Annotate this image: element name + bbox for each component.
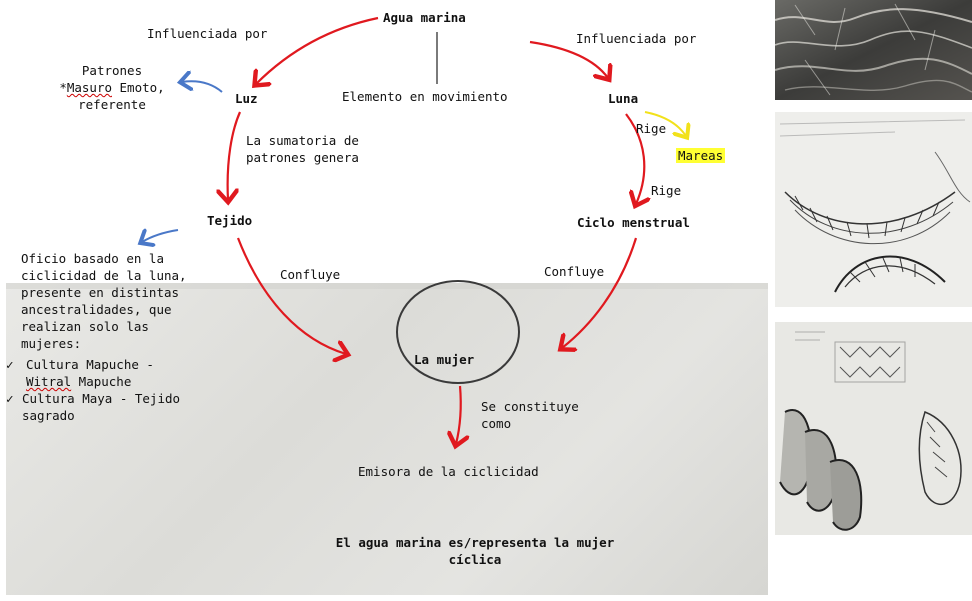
arrow-ciclo-to-mujer [562,237,638,348]
patrones-line1: Patrones [81,63,143,78]
luz-node: Luz [235,91,258,106]
mujer-node: La mujer [414,352,475,367]
oficio-checklist: ✓ Cultura Mapuche - Witral Mapuche ✓ Cul… [6,356,180,424]
arrow-tejido-to-mujer [236,237,346,354]
mujer-circle [396,280,520,384]
checklist-item: ✓ Cultura Maya - Tejido sagrado [6,391,181,423]
oficio-text: Oficio basado en la ciclicidad de la lun… [21,251,187,351]
patrones-block: Patrones *Masuro Emoto, referente [41,62,183,113]
arrow-to-luna [529,40,608,78]
confluye-left-label: Confluye [280,267,341,282]
tejido-node: Tejido [207,213,253,228]
patrones-line3: referente [78,97,146,112]
paper-background [6,283,768,595]
ciclo-node: Ciclo menstrual [577,215,690,230]
arrow-to-mareas [644,111,686,136]
constituye-text: Se constituye como [481,399,579,431]
arrow-to-ciclo [625,113,644,204]
influence-right-label: Influenciada por [576,31,697,46]
arrow-to-oficio [142,230,179,242]
arrow-to-tejido [228,111,242,200]
check-icon: ✓ [6,391,14,406]
arrow-to-patrones [182,81,223,93]
crochet-sketch-photo [775,112,972,307]
center-label: Elemento en movimiento [342,89,508,104]
rige-label-1: Rige [636,121,667,136]
hands-weaving-sketch-photo [775,322,972,535]
mareas-node: Mareas [676,148,726,163]
luna-node: Luna [608,91,639,106]
emisora-node: Emisora de la ciclicidad [358,464,539,479]
arrow-mujer-to-emisora [456,385,461,444]
confluye-right-label: Confluye [544,264,605,279]
check-icon: ✓ [6,357,14,372]
patrones-line2: *Masuro Emoto, [59,80,165,95]
title: Agua marina [383,10,466,25]
conclusion-text: El agua marina es/representa la mujer cí… [335,535,615,567]
sumatoria-text: La sumatoria de patrones genera [246,133,359,165]
arrow-to-luz [256,16,379,84]
checklist-item: ✓ Cultura Mapuche - Witral Mapuche [6,357,154,389]
paper-edge [6,283,768,289]
water-surface-photo [775,0,972,100]
rige-label-2: Rige [651,183,682,198]
influence-left-label: Influenciada por [147,26,268,41]
